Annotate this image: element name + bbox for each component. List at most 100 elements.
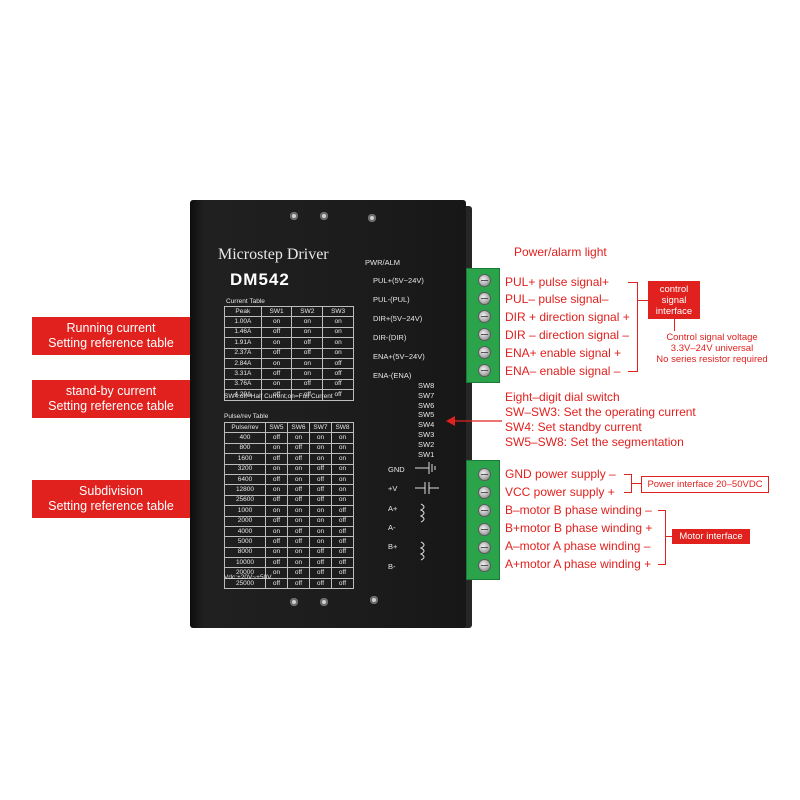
table-cell: on	[330, 442, 355, 455]
table-cell: off	[291, 378, 324, 391]
device-model: DM542	[230, 270, 290, 289]
table-cell: 400	[224, 432, 266, 444]
signal-terminal-label: ENA-(ENA)	[373, 371, 412, 380]
coil-a-symbol	[419, 503, 425, 523]
signal-annotation-pul-plus: PUL+ pulse signal+	[505, 275, 610, 289]
table-cell: off	[322, 357, 354, 370]
subdivision-label-box: Subdivision Setting reference table	[32, 480, 190, 518]
power-terminal-label: A+	[388, 503, 398, 513]
table-cell: on	[308, 505, 332, 517]
table-cell: on	[286, 546, 310, 559]
motor-interface-tag: Motor interface	[672, 529, 750, 544]
table-cell: on	[308, 515, 332, 527]
mount-hole	[320, 598, 328, 606]
signal-terminal-label: DIR-(DIR)	[373, 333, 407, 342]
terminal-screw-icon	[478, 486, 491, 500]
table-cell: on	[264, 505, 288, 517]
table-cell: on	[264, 463, 288, 475]
subdivision-line1: Subdivision	[79, 484, 143, 498]
table-cell: on	[291, 326, 324, 339]
terminal-screw-icon	[478, 504, 491, 518]
power-alarm-light-label: Power/alarm light	[514, 245, 607, 259]
table-cell: on	[286, 463, 310, 475]
table-cell: on	[286, 515, 310, 527]
table-cell: off	[286, 567, 310, 579]
table-cell: off	[308, 494, 332, 507]
table-cell: off	[264, 494, 288, 507]
mount-hole	[290, 598, 298, 606]
table-cell: on	[322, 316, 354, 328]
dial-switch-title: Eight–digit dial switch	[505, 390, 620, 404]
table-cell: off	[264, 473, 288, 486]
table-cell: off	[308, 546, 332, 559]
mount-hole	[290, 212, 298, 220]
terminal-screw-icon	[478, 559, 491, 572]
control-bracket-link	[638, 300, 648, 301]
terminal-screw-icon	[478, 468, 491, 481]
signal-annotation-pul-minus: PUL– pulse signal–	[505, 292, 609, 306]
terminal-screw-icon	[478, 310, 491, 323]
table-cell: off	[264, 432, 288, 444]
table-cell: 25600	[224, 494, 266, 507]
motor-bracket-link	[666, 536, 672, 537]
table-cell: off	[264, 557, 288, 569]
signal-terminal-label: PUL-(PUL)	[373, 295, 410, 304]
table-cell: off	[330, 536, 355, 548]
power-terminal-label: A-	[388, 522, 396, 532]
table-cell: 800	[224, 442, 266, 455]
table-cell: 3.31A	[224, 368, 262, 380]
table-header-cell: Peak	[224, 305, 262, 318]
table-cell: 3200	[224, 463, 266, 475]
table-cell: on	[286, 473, 310, 486]
table-cell: 1.91A	[224, 337, 262, 349]
table-cell: off	[322, 368, 354, 380]
table-cell: 2000	[224, 515, 266, 527]
signal-annotation-dir-minus: DIR – direction signal –	[505, 328, 630, 342]
table-cell: 10000	[224, 557, 266, 569]
table-cell: off	[330, 577, 355, 590]
table-cell: on	[264, 546, 288, 559]
table-cell: on	[286, 432, 310, 444]
table-cell: on	[291, 357, 324, 370]
terminal-screw-icon	[478, 292, 491, 305]
table-cell: on	[308, 432, 332, 444]
signal-annotation-ena-plus: ENA+ enable signal +	[505, 346, 622, 360]
control-bracket-top	[628, 282, 638, 283]
signal-terminal-label: ENA+(5V~24V)	[373, 352, 425, 361]
power-terminal-label: +V	[388, 484, 398, 494]
motor-annotation-b-minus: B–motor B phase winding –	[505, 503, 652, 517]
table-cell: on	[308, 525, 332, 538]
power-terminal-label: GND	[388, 465, 405, 474]
table-cell: 3.76A	[224, 378, 262, 391]
motor-annotation-b-plus: B+motor B phase winding +	[505, 521, 653, 535]
control-terminal-block	[466, 268, 500, 383]
control-tag-line3: interface	[655, 305, 693, 317]
table-header-cell: SW8	[330, 421, 355, 434]
mount-hole	[368, 214, 376, 222]
pulse-table-note: Vdc:+20V~+50V	[224, 574, 272, 581]
table-cell: off	[330, 515, 355, 527]
running-current-line2: Setting reference table	[48, 336, 174, 350]
motor-annotation-a-minus: A–motor A phase winding –	[505, 539, 651, 553]
table-cell: off	[264, 515, 288, 527]
table-cell: on	[308, 536, 332, 548]
control-voltage-link	[674, 319, 675, 331]
motor-bracket	[665, 510, 666, 564]
motor-bracket-top	[658, 510, 666, 511]
table-cell: off	[291, 347, 324, 359]
table-cell: on	[260, 378, 293, 391]
pwr-alm-label: PWR/ALM	[365, 258, 401, 267]
table-cell: off	[308, 484, 332, 496]
table-cell: off	[308, 557, 332, 569]
table-cell: on	[330, 453, 355, 465]
